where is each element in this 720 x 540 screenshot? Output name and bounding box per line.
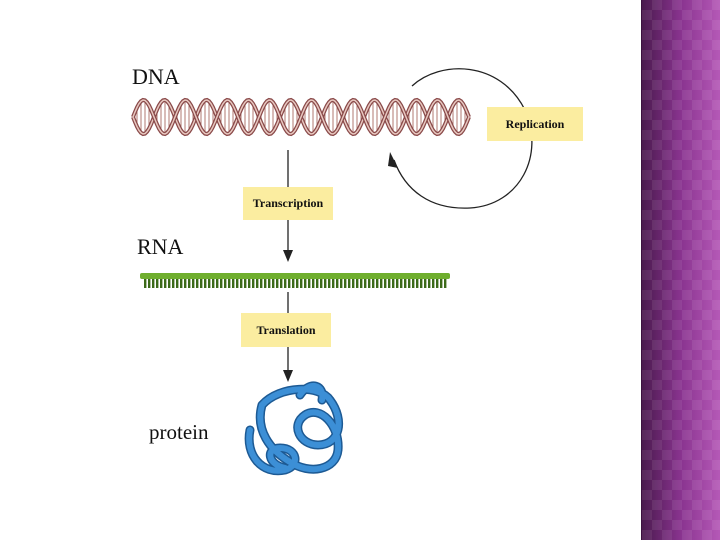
rna-base: [344, 279, 346, 288]
rna-base: [416, 279, 418, 288]
rna-base: [196, 279, 198, 288]
rna-base: [284, 279, 286, 288]
rna-strand: [140, 273, 450, 288]
dna-backbone-highlight-2: [133, 100, 469, 134]
rna-base: [244, 279, 246, 288]
rna-base: [308, 279, 310, 288]
rna-base: [280, 279, 282, 288]
rna-base: [380, 279, 382, 288]
rna-base: [180, 279, 182, 288]
rna-base: [440, 279, 442, 288]
rna-base: [276, 279, 278, 288]
rna-base: [292, 279, 294, 288]
rna-base: [432, 279, 434, 288]
dna-helix: [133, 100, 469, 134]
rna-base: [332, 279, 334, 288]
rna-base: [436, 279, 438, 288]
rna-base: [424, 279, 426, 288]
rna-base: [184, 279, 186, 288]
translation-step-box: Translation: [241, 313, 331, 347]
rna-base: [320, 279, 322, 288]
rna-base: [348, 279, 350, 288]
rna-base: [312, 279, 314, 288]
rna-base: [212, 279, 214, 288]
rna-base: [428, 279, 430, 288]
rna-base: [388, 279, 390, 288]
rna-base: [252, 279, 254, 288]
protein-label: protein: [149, 420, 208, 445]
rna-base: [156, 279, 158, 288]
rna-base: [360, 279, 362, 288]
rna-base: [260, 279, 262, 288]
rna-base: [300, 279, 302, 288]
rna-base: [288, 279, 290, 288]
rna-base: [264, 279, 266, 288]
protein-structure: [249, 386, 338, 471]
rna-base: [412, 279, 414, 288]
rna-base: [376, 279, 378, 288]
rna-label: RNA: [137, 234, 183, 260]
rna-base: [372, 279, 374, 288]
rna-base: [236, 279, 238, 288]
rna-base: [200, 279, 202, 288]
decorative-sidebar: [641, 0, 720, 540]
rna-base: [248, 279, 250, 288]
rna-base: [324, 279, 326, 288]
rna-base: [164, 279, 166, 288]
rna-base: [296, 279, 298, 288]
rna-base: [160, 279, 162, 288]
rna-base: [364, 279, 366, 288]
replication-step-box: Replication: [487, 107, 583, 141]
rna-base: [336, 279, 338, 288]
transcription-step-box: Transcription: [243, 187, 333, 220]
rna-base: [144, 279, 146, 288]
rna-base: [220, 279, 222, 288]
rna-base: [168, 279, 170, 288]
rna-base: [396, 279, 398, 288]
rna-base: [304, 279, 306, 288]
rna-base: [176, 279, 178, 288]
rna-base: [172, 279, 174, 288]
rna-base: [204, 279, 206, 288]
rna-base: [356, 279, 358, 288]
rna-base: [148, 279, 150, 288]
rna-base: [392, 279, 394, 288]
rna-base: [232, 279, 234, 288]
rna-base: [240, 279, 242, 288]
rna-base: [192, 279, 194, 288]
rna-base: [188, 279, 190, 288]
rna-base: [408, 279, 410, 288]
rna-base: [368, 279, 370, 288]
rna-base: [152, 279, 154, 288]
rna-base: [340, 279, 342, 288]
rna-base: [400, 279, 402, 288]
rna-base: [420, 279, 422, 288]
rna-base: [384, 279, 386, 288]
rna-base: [272, 279, 274, 288]
rna-base: [268, 279, 270, 288]
rna-base: [404, 279, 406, 288]
rna-base: [328, 279, 330, 288]
rna-base: [316, 279, 318, 288]
dna-label: DNA: [132, 64, 180, 90]
rna-base: [216, 279, 218, 288]
rna-base: [352, 279, 354, 288]
rna-base: [224, 279, 226, 288]
rna-base: [256, 279, 258, 288]
rna-base: [208, 279, 210, 288]
rna-base: [228, 279, 230, 288]
rna-base: [444, 279, 446, 288]
